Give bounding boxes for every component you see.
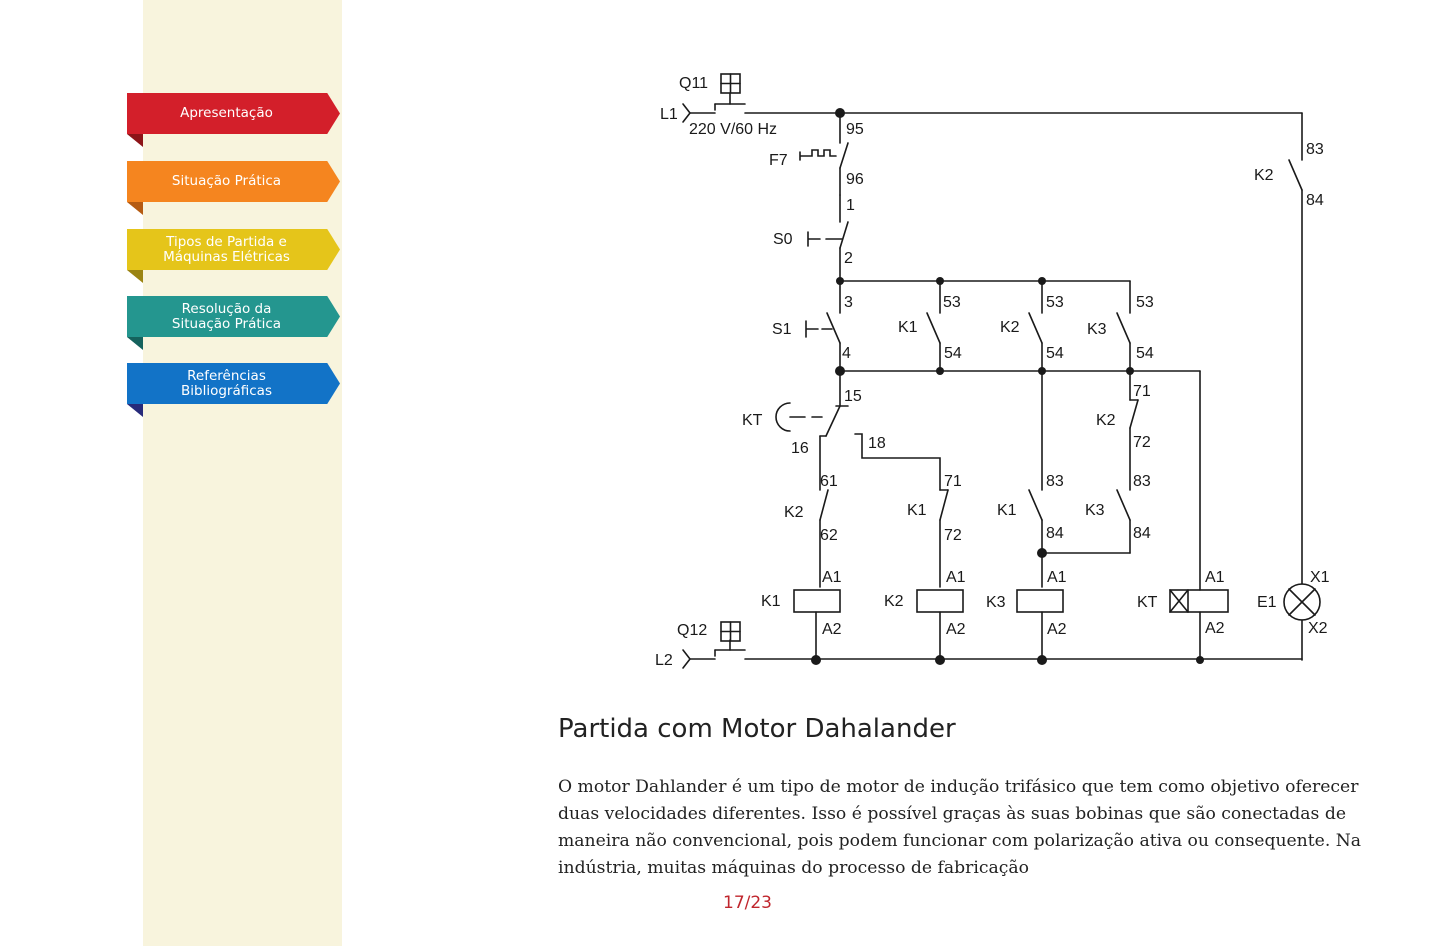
sidebar-panel	[143, 0, 342, 946]
nav-label: Referências Bibliográficas	[181, 367, 272, 399]
terminal-53: 53	[1136, 294, 1154, 311]
label-q12: Q12	[677, 622, 707, 639]
coil-terminal-a1: A1	[946, 569, 966, 586]
nav-fold	[127, 134, 143, 147]
label-k1: K1	[907, 502, 927, 519]
label-kt: KT	[1137, 594, 1158, 611]
label-k1: K1	[997, 502, 1017, 519]
nav-fold	[127, 270, 143, 283]
nav-apresentacao-button[interactable]: Apresentação	[127, 93, 340, 134]
terminal-15: 15	[844, 388, 862, 405]
label-k2: K2	[1000, 319, 1020, 336]
label-k2: K2	[884, 593, 904, 610]
terminal-2: 2	[844, 250, 853, 267]
terminal-54: 54	[1136, 345, 1154, 362]
terminal-62: 62	[820, 527, 838, 544]
label-s0: S0	[773, 231, 793, 248]
nav-label: Situação Prática	[171, 173, 282, 189]
coil-terminal-a1: A1	[822, 569, 842, 586]
terminal-53: 53	[943, 294, 961, 311]
terminal-53: 53	[1046, 294, 1064, 311]
label-kt: KT	[742, 412, 763, 429]
label-k2: K2	[784, 504, 804, 521]
coil-terminal-a1: A1	[1205, 569, 1225, 586]
label-q11: Q11	[679, 75, 708, 92]
nav-fold	[127, 202, 143, 215]
terminal-71: 71	[1133, 383, 1151, 400]
nav-label: Resolução da Situação Prática	[171, 300, 282, 332]
nav-fold	[127, 337, 143, 350]
terminal-61: 61	[820, 473, 838, 490]
terminal-84: 84	[1046, 525, 1064, 542]
label-supply: 220 V/60 Hz	[689, 121, 777, 138]
terminal-71: 71	[944, 473, 962, 490]
coil-terminal-a2: A2	[1205, 620, 1225, 637]
nav-fold	[127, 404, 143, 417]
terminal-84: 84	[1306, 192, 1324, 209]
nav-referencias-button[interactable]: Referências Bibliográficas	[127, 363, 340, 404]
label-e1: E1	[1257, 594, 1277, 611]
terminal-96: 96	[846, 171, 864, 188]
label-k2: K2	[1096, 412, 1116, 429]
label-l2: L2	[655, 652, 673, 669]
nav-label: Tipos de Partida e Máquinas Elétricas	[163, 233, 290, 265]
page-number: 17/23	[723, 893, 772, 913]
label-f7: F7	[769, 152, 788, 169]
label-k1: K1	[761, 593, 781, 610]
terminal-16: 16	[791, 440, 809, 457]
section-title: Partida com Motor Dahalander	[558, 714, 956, 744]
terminal-54: 54	[944, 345, 962, 362]
terminal-54: 54	[1046, 345, 1064, 362]
terminal-18: 18	[868, 435, 886, 452]
label-k2: K2	[1254, 167, 1274, 184]
terminal-72: 72	[944, 527, 962, 544]
terminal-3: 3	[844, 294, 853, 311]
coil-terminal-a2: A2	[946, 621, 966, 638]
terminal-83: 83	[1306, 141, 1324, 158]
label-k3: K3	[1087, 321, 1107, 338]
nav-situacao-pratica-button[interactable]: Situação Prática	[127, 161, 340, 202]
label-k1: K1	[898, 319, 918, 336]
label-k3: K3	[986, 594, 1006, 611]
lamp-terminal-x2: X2	[1308, 620, 1328, 637]
coil-terminal-a1: A1	[1047, 569, 1067, 586]
terminal-4: 4	[842, 345, 851, 362]
nav-tipos-partida-button[interactable]: Tipos de Partida e Máquinas Elétricas	[127, 229, 340, 270]
nav-resolucao-button[interactable]: Resolução da Situação Prática	[127, 296, 340, 337]
lamp-terminal-x1: X1	[1310, 569, 1330, 586]
coil-terminal-a2: A2	[822, 621, 842, 638]
terminal-83: 83	[1046, 473, 1064, 490]
terminal-83: 83	[1133, 473, 1151, 490]
nav-label: Apresentação	[180, 105, 273, 121]
section-body-text: O motor Dahlander é um tipo de motor de …	[558, 777, 1362, 878]
terminal-72: 72	[1133, 434, 1151, 451]
label-s1: S1	[772, 321, 792, 338]
terminal-84: 84	[1133, 525, 1151, 542]
coil-terminal-a2: A2	[1047, 621, 1067, 638]
label-k3: K3	[1085, 502, 1105, 519]
control-circuit-diagram: Q11 L1 220 V/60 Hz 95 F7 96 1 S0 2 3 53 …	[655, 73, 1330, 669]
terminal-95: 95	[846, 121, 864, 138]
terminal-1: 1	[846, 197, 855, 214]
label-l1: L1	[660, 106, 678, 123]
